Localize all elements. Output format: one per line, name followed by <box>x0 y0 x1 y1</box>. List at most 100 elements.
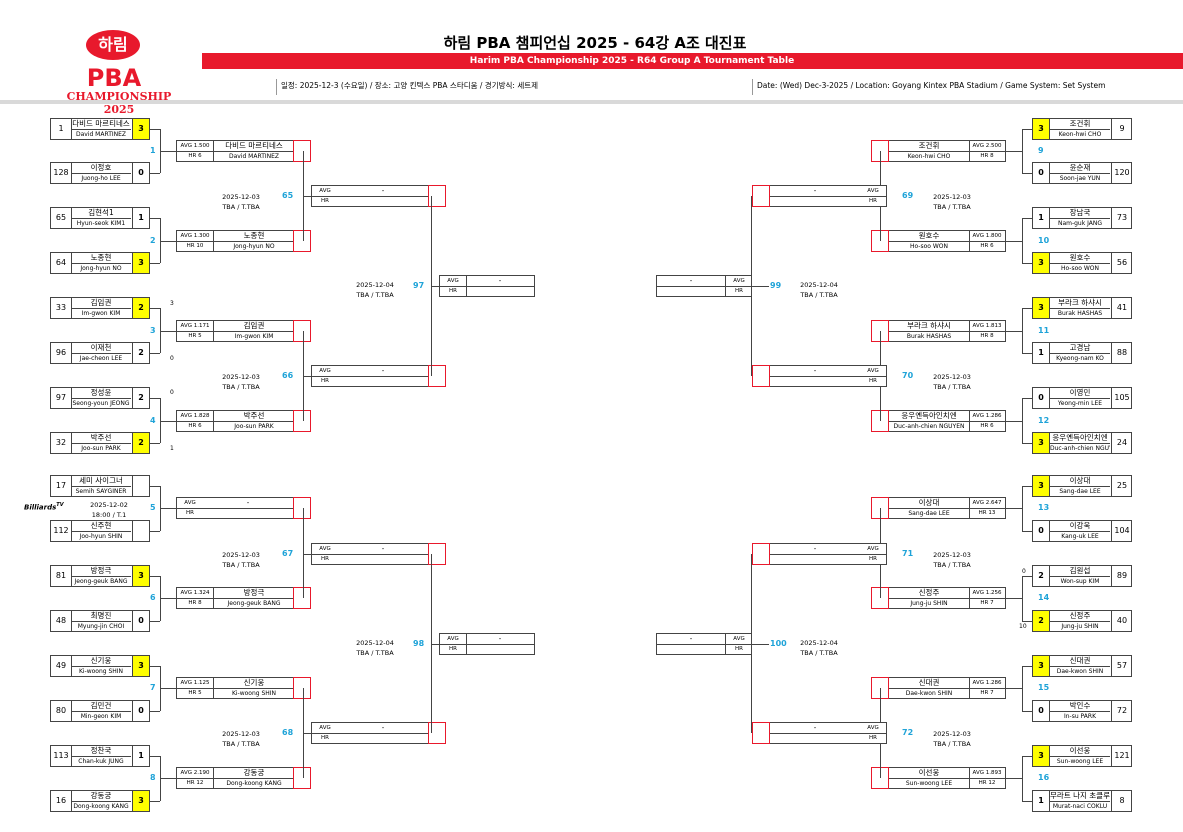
player-seed: 24 <box>1111 433 1132 453</box>
player-name-en: Soon-jae YUN <box>1059 175 1101 182</box>
match-date: 2025-12-03 <box>222 551 260 559</box>
player-name-kr: 신기웅 <box>71 656 131 667</box>
hr-label: HR <box>321 198 329 204</box>
match-number: 3 <box>150 326 156 335</box>
hr-value: HR 5 <box>188 690 202 696</box>
match-time: TBA / T.TBA <box>222 561 260 569</box>
player-name-kr: 이상대 <box>1050 476 1110 487</box>
connector <box>160 508 176 509</box>
r32-name-en: Keon-hwi CHO <box>907 153 951 160</box>
connector <box>1022 666 1023 711</box>
player-name-en: Won-sup KIM <box>1060 578 1100 585</box>
player-name-en: Kyeong-nam KO <box>1056 355 1104 362</box>
player-score: 0 <box>1033 521 1050 541</box>
player-name-kr: 김원섭 <box>1050 566 1110 577</box>
avg-label: AVG <box>725 276 752 287</box>
match-number: 10 <box>1038 236 1050 245</box>
avg-label: AVG <box>860 366 886 377</box>
connector <box>431 554 432 733</box>
hr-value: HR 6 <box>188 423 202 429</box>
player-score: 3 <box>1033 253 1050 273</box>
player-score <box>132 476 149 496</box>
player-score: 3 <box>1033 476 1050 496</box>
avg-label: AVG <box>177 498 203 509</box>
header-divider <box>0 100 1183 104</box>
r32-name-en: Ho-soo WON <box>910 243 948 250</box>
winner-slot <box>293 677 311 699</box>
player-score: 3 <box>132 656 149 676</box>
hr-label: HR <box>440 644 467 654</box>
match-time: TBA / T.TBA <box>222 740 260 748</box>
avg-value: AVG 1.171 <box>177 321 213 332</box>
player-score: 3 <box>132 791 149 811</box>
slot-name: - <box>657 276 725 287</box>
player-name-kr: 박인수 <box>1050 701 1110 712</box>
winner-slot <box>428 185 446 207</box>
connector <box>150 173 160 174</box>
player-name-en: Myung-jin CHOI <box>77 623 125 630</box>
match-time: TBA / T.TBA <box>933 203 971 211</box>
avg-label: AVG <box>440 634 467 645</box>
player-score: 3 <box>1033 433 1050 453</box>
player-seed: 96 <box>51 343 72 363</box>
r32-name-en: David MARTINEZ <box>228 153 280 160</box>
r32-name-kr: 다비드 마르티네스 <box>214 141 294 152</box>
player-score: 3 <box>1033 656 1050 676</box>
player-seed: 104 <box>1111 521 1132 541</box>
r32-name-kr: 노종현 <box>214 231 294 242</box>
r32-name-en: Sun-woong LEE <box>905 780 953 787</box>
set-mark: 3 <box>170 300 174 307</box>
r32-name-kr: 응우옌득아인치엔 <box>889 411 969 422</box>
r32-name-kr: 김임권 <box>214 321 294 332</box>
avg-label: AVG <box>312 544 338 555</box>
player-name-kr: 원호수 <box>1050 253 1110 264</box>
match-time: TBA / T.TBA <box>933 383 971 391</box>
match-date: 2025-12-04 <box>356 639 394 647</box>
player-name-kr: 신주현 <box>71 521 131 532</box>
r32-name-kr: 부라크 하샤시 <box>889 321 969 332</box>
player-score: 0 <box>1033 701 1050 721</box>
player-name-kr: 다비드 마르티네스 <box>71 119 131 130</box>
player-seed: 97 <box>51 388 72 408</box>
player-name-en: Im-gwon KIM <box>81 310 121 317</box>
winner-slot <box>293 587 311 609</box>
slot-name: - <box>338 723 428 734</box>
player-score: 1 <box>1033 343 1050 363</box>
avg-value: AVG 1.256 <box>969 588 1005 599</box>
player-seed: 33 <box>51 298 72 318</box>
connector <box>431 286 439 287</box>
slot-name: - <box>203 498 293 509</box>
player-seed: 56 <box>1111 253 1132 273</box>
slot-name: - <box>338 186 428 197</box>
connector <box>1022 801 1032 802</box>
connector <box>1022 576 1023 621</box>
r32-name-kr: 이선웅 <box>889 768 969 779</box>
hr-label: HR <box>869 556 877 562</box>
match-number: 99 <box>770 281 782 290</box>
connector <box>1022 129 1023 173</box>
hr-label: HR <box>186 510 194 516</box>
connector <box>431 644 439 645</box>
match-time: TBA / T.TBA <box>222 383 260 391</box>
